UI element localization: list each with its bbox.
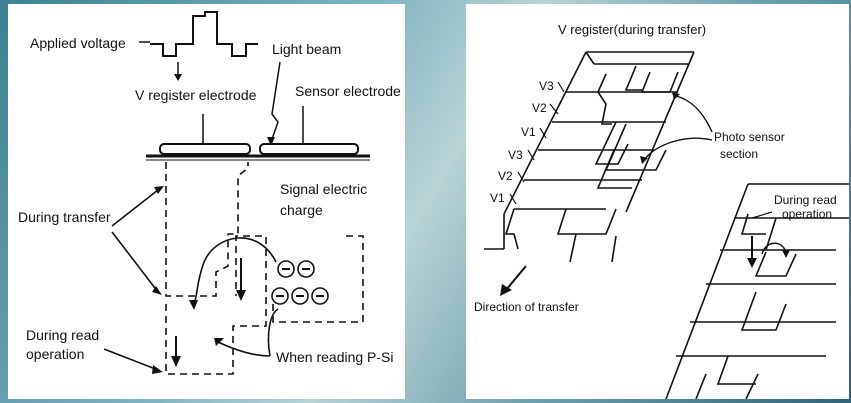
right-diagram-panel: V register(during transfer) V3 V2 V1 V3	[466, 4, 849, 399]
sensor-electrode	[260, 144, 358, 154]
during-read-label-2: operation	[26, 346, 84, 362]
v-register-electrode-label: V register electrode	[135, 87, 257, 103]
during-read-arrow	[104, 349, 158, 370]
read-curve-arrow	[194, 238, 276, 304]
direction-of-transfer-label: Direction of transfer	[474, 300, 579, 314]
v-label: V2	[532, 101, 547, 115]
ccd-cross-section-diagram: Applied voltage V register electrode Lig…	[8, 4, 405, 399]
v-electrode-labels: V3 V2 V1 V3 V2 V1	[490, 79, 554, 205]
v-register-3d-diagram: V register(during transfer) V3 V2 V1 V3	[466, 4, 849, 399]
applied-voltage-label: Applied voltage	[30, 35, 126, 51]
v-register-electrode	[160, 144, 250, 154]
photo-sensor-pointer-1	[676, 96, 712, 132]
photo-sensor-label-2: section	[720, 147, 758, 161]
during-transfer-arrows	[112, 190, 158, 292]
during-read-label-2: operation	[782, 207, 832, 221]
light-beam-label: Light beam	[272, 41, 341, 57]
v-label: V3	[539, 79, 554, 93]
during-read-label-1: During read	[26, 327, 99, 343]
during-transfer-label: During transfer	[18, 209, 111, 225]
v-label: V2	[498, 169, 513, 183]
signal-charges	[272, 261, 328, 304]
signal-charge-label-2: charge	[280, 202, 323, 218]
direction-arrow	[506, 266, 526, 290]
when-reading-label: When reading P-Si	[276, 349, 394, 365]
left-diagram-panel: Applied voltage V register electrode Lig…	[8, 4, 405, 399]
during-read-label-1: During read	[774, 193, 837, 207]
photo-sensor-label-1: Photo sensor	[714, 130, 785, 144]
when-reading-arrow-1	[218, 342, 270, 356]
photo-sensor-pointer-2	[644, 138, 712, 160]
light-beam-arrow	[271, 62, 280, 142]
v-label: V1	[521, 125, 536, 139]
voltage-waveform	[150, 12, 258, 56]
sensor-well-outline	[273, 236, 363, 322]
v-register-title: V register(during transfer)	[558, 22, 706, 37]
signal-charge-label-1: Signal electric	[280, 181, 367, 197]
charge-transfer-arrows	[176, 258, 241, 360]
v-label: V3	[508, 148, 523, 162]
sensor-electrode-label: Sensor electrode	[295, 83, 401, 99]
v-label: V1	[490, 191, 505, 205]
